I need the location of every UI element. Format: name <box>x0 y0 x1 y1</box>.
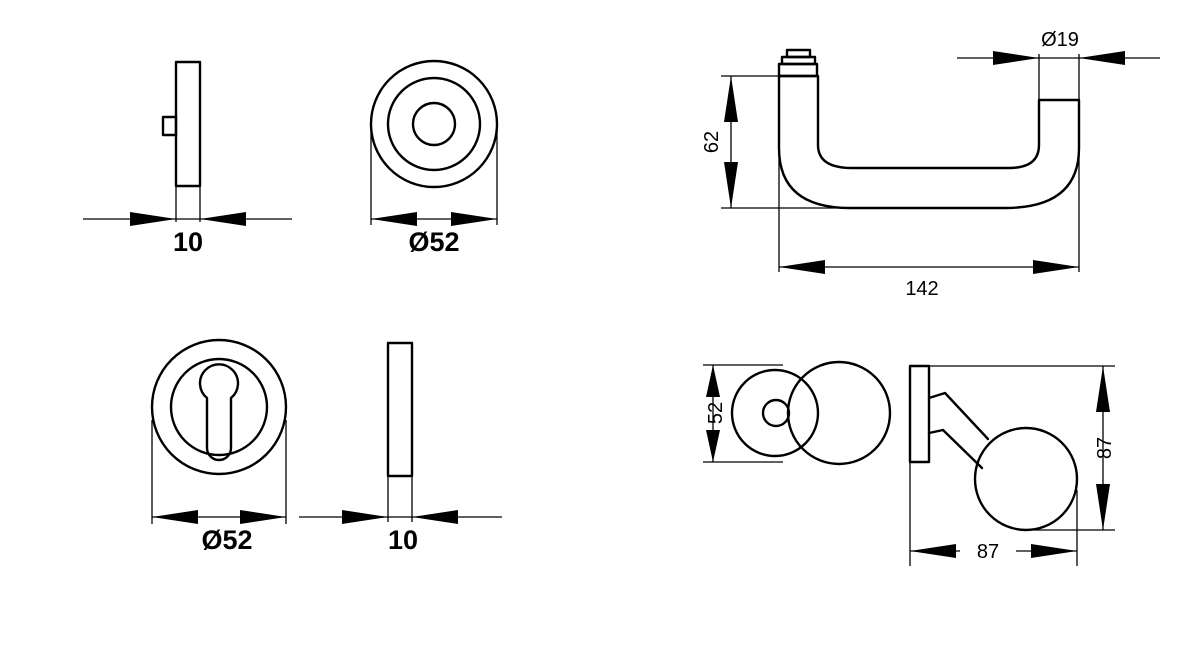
dimension-rose-side-thickness: 10 <box>173 227 203 257</box>
lever-handle-view: 62 Ø19 142 <box>701 29 1160 300</box>
cylinder-rose-side-view: 10 <box>299 341 502 555</box>
knob-side-view: 87 87 <box>908 364 1116 566</box>
dimension-knob-height: 87 <box>1094 437 1116 459</box>
cylinder-rose-front-view: Ø52 <box>150 338 288 555</box>
dimension-cylinder-rose-thickness: 10 <box>388 525 418 555</box>
rose-side-view: 10 <box>83 60 292 257</box>
rose-front-view: Ø52 <box>369 59 499 257</box>
knob-front-view: 52 <box>703 360 892 466</box>
dimension-knob-rose-diameter: 52 <box>705 402 727 424</box>
dimension-lever-length: 142 <box>905 278 938 300</box>
dimension-cylinder-rose-diameter: Ø52 <box>201 525 252 555</box>
dimension-lever-height: 62 <box>701 131 723 153</box>
dimension-rose-front-diameter: Ø52 <box>408 227 459 257</box>
dimension-lever-grip-diameter: Ø19 <box>1041 29 1079 51</box>
dimension-knob-projection: 87 <box>977 541 999 563</box>
